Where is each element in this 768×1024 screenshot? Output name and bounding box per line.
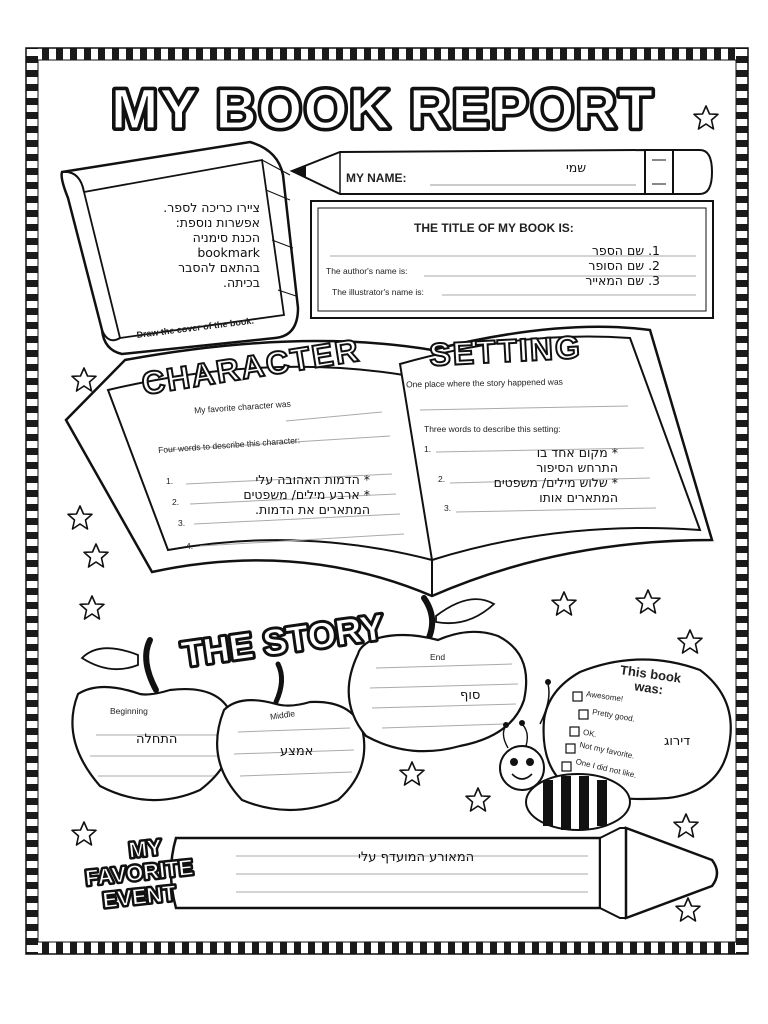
end-label: End: [430, 652, 446, 662]
favorite-event-heading-line: MY: [127, 834, 163, 862]
rating-value[interactable]: דירוג: [664, 734, 691, 749]
cover-note-line: בכיתה.: [223, 275, 260, 290]
character-answer-line: * ארבע מילים/ משפטים: [243, 487, 370, 502]
author-label: The author's name is:: [326, 266, 408, 276]
name-value[interactable]: שמי: [566, 160, 587, 175]
favorite-event-heading: MY MY FAVORITE FAVORITE EVENT EVENT: [64, 832, 234, 918]
name-label: MY NAME:: [346, 171, 407, 185]
checkered-border: [25, 47, 749, 955]
setting-answer-line: * שלוש מילים/ משפטים: [493, 475, 618, 490]
title-answers[interactable]: 1. שם הספר 2. שם הסופר 3. שם המאייר: [560, 243, 660, 288]
setting-answer-line: המתארים אותו: [539, 490, 618, 505]
cover-book-illustration: [60, 140, 300, 356]
character-answer[interactable]: * הדמות האהובה עלי * ארבע מילים/ משפטים …: [206, 472, 370, 517]
title-box: [310, 200, 714, 319]
title-answer-line: 2. שם הסופר: [588, 258, 660, 273]
title-box-heading: THE TITLE OF MY BOOK IS:: [414, 221, 574, 235]
beginning-label: Beginning: [110, 706, 148, 716]
cover-note-line: ציירו כריכה לספר.: [163, 200, 260, 215]
cover-note-line: הכנת סימניה: [192, 230, 260, 245]
rating-bubble-illustration: [542, 658, 732, 801]
character-number: 4.: [186, 541, 194, 551]
character-answer-line: * הדמות האהובה עלי: [255, 472, 370, 487]
setting-answer[interactable]: * מקום אחד בו התרחש הסיפור * שלוש מילים/…: [462, 445, 618, 505]
page-title-fill: MY BOOK REPORT: [111, 77, 654, 138]
setting-number: 3.: [444, 503, 452, 513]
cover-note[interactable]: ציירו כריכה לספר. אפשרות נוספת: הכנת סימ…: [120, 200, 260, 290]
title-answer-line: 1. שם הספר: [591, 243, 660, 258]
pencil-illustration: [289, 148, 714, 195]
setting-heading: SETTING: [426, 321, 608, 378]
title-answer-line: 3. שם המאייר: [585, 273, 660, 288]
setting-words-label: Three words to describe this setting:: [424, 424, 561, 434]
cover-note-line: bookmark: [197, 245, 260, 260]
setting-answer-line: * מקום אחד בו: [536, 445, 618, 460]
character-number: 2.: [172, 497, 180, 507]
bee-icon: [499, 679, 631, 831]
setting-answer-line: התרחש הסיפור: [536, 460, 618, 475]
illustrator-label: The illustrator's name is:: [332, 287, 424, 297]
page-title-outline: MY BOOK REPORT: [111, 77, 654, 138]
cover-note-line: אפשרות נוספת:: [175, 215, 260, 230]
apples-illustration: [71, 595, 528, 812]
setting-number: 1.: [424, 444, 432, 454]
beginning-value[interactable]: התחלה: [136, 732, 178, 747]
rating-checkboxes: [561, 691, 589, 772]
character-number: 1.: [166, 476, 174, 486]
crayon-illustration: [169, 826, 719, 920]
setting-heading-text: SETTING: [428, 329, 582, 373]
open-book-illustration: [64, 325, 714, 598]
setting-number: 2.: [438, 474, 446, 484]
character-answer-line: המתארים את הדמות.: [255, 502, 370, 517]
favorite-event-heading-line: MY: [127, 834, 163, 862]
favorite-event-value[interactable]: המאורע המועדף עלי: [358, 850, 475, 865]
cover-note-line: בהתאם להסבר: [178, 260, 260, 275]
middle-value[interactable]: אמצע: [280, 744, 314, 759]
end-value[interactable]: סוף: [460, 688, 481, 703]
character-number: 3.: [178, 518, 186, 528]
page-title: MY BOOK REPORT MY BOOK REPORT: [58, 72, 708, 138]
